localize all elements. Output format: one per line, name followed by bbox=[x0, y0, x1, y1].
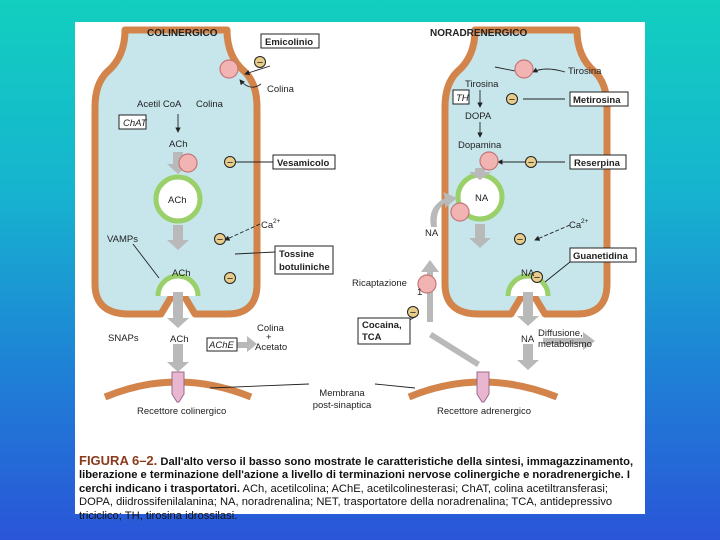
acetate-label: Acetato bbox=[255, 342, 287, 353]
adrenergic-receptor bbox=[476, 371, 490, 403]
cholinergic-receptor bbox=[171, 371, 185, 403]
reuptake-number: 1 bbox=[417, 287, 422, 298]
reuptake-label: Ricaptazione bbox=[352, 278, 407, 289]
caption-lead: Dall'alto verso il basso sono mostrate l… bbox=[79, 456, 634, 495]
guanethidine-label: Guanetidina bbox=[573, 251, 629, 262]
choline-uptake-label: Colina bbox=[267, 84, 295, 95]
botulinum-label-1: Tossine bbox=[279, 249, 314, 260]
noradrenergic-title: NORADRENERGICO bbox=[430, 28, 527, 39]
figure-label: FIGURA 6–2. bbox=[79, 453, 158, 468]
cholinergic-receptor-label: Recettore colinergico bbox=[137, 406, 226, 417]
dopamine-label: Dopamina bbox=[458, 140, 502, 151]
metyrosine-label: Metirosina bbox=[573, 95, 621, 106]
caption-abbreviations: ACh, acetilcolina; AChE, acetilcolineste… bbox=[79, 482, 613, 522]
tyrosine-out-label: Tirosina bbox=[568, 66, 602, 77]
ach-cytosol-label: ACh bbox=[169, 139, 187, 150]
reserpine-label: Reserpina bbox=[574, 158, 621, 169]
ache-label: AChE bbox=[208, 340, 234, 351]
inhibition-signs bbox=[214, 56, 543, 318]
inhibit-sign-2 bbox=[224, 156, 236, 168]
ach-cleft-label: ACh bbox=[170, 334, 188, 345]
inhibit-symbol: − bbox=[257, 57, 263, 69]
vesamicol-label: Vesamicolo bbox=[277, 158, 329, 169]
inhibit-symbol: − bbox=[517, 234, 523, 246]
inhibit-sign-8 bbox=[531, 271, 543, 283]
hemicholinium-label: Emicolinio bbox=[265, 37, 313, 48]
adrenergic-receptor-label: Recettore adrenergico bbox=[437, 406, 531, 417]
na-reuptake-label: NA bbox=[425, 228, 439, 239]
vmat-transporter bbox=[479, 151, 499, 171]
postsynaptic-label-2: post-sinaptica bbox=[313, 400, 372, 411]
synapse-diagram: − − − − − − − − − COLINERGICO Emicolinio… bbox=[91, 26, 637, 417]
choline-transporter bbox=[219, 59, 239, 79]
plus-label: + bbox=[266, 332, 272, 343]
docked-vesicle bbox=[155, 273, 201, 297]
vamps-label: VAMPs bbox=[107, 234, 138, 245]
inhibit-symbol: − bbox=[509, 94, 515, 106]
net-transporter bbox=[417, 274, 437, 294]
na-cleft-label: NA bbox=[521, 334, 535, 345]
calcium-label-right: Ca bbox=[569, 220, 582, 231]
inhibit-sign-6 bbox=[525, 156, 537, 168]
calcium-label: Ca bbox=[261, 220, 274, 231]
cholinergic-title: COLINERGICO bbox=[147, 28, 218, 39]
tyrosine-in-label: Tirosina bbox=[465, 79, 499, 90]
botulinum-label-2: botuliniche bbox=[279, 262, 330, 273]
ach-vesicle bbox=[153, 174, 203, 224]
tyrosine-transporter bbox=[514, 59, 534, 79]
inhibit-symbol: − bbox=[227, 157, 233, 169]
figure-caption: FIGURA 6–2. Dall'alto verso il basso son… bbox=[79, 454, 643, 523]
inhibit-sign-3 bbox=[214, 233, 226, 245]
inhibit-symbol: − bbox=[410, 307, 416, 319]
snaps-label: SNAPs bbox=[108, 333, 139, 344]
postsynaptic-label-1: Membrana bbox=[319, 388, 365, 399]
diffusion-label-1: Diffusione, bbox=[538, 328, 583, 339]
chat-label: ChAT bbox=[123, 118, 148, 129]
acetyl-coa-label: Acetil CoA bbox=[137, 99, 182, 110]
choline-product-label: Colina bbox=[257, 323, 285, 334]
inhibit-sign-4 bbox=[224, 272, 236, 284]
dopa-label: DOPA bbox=[465, 111, 492, 122]
calcium-charge-right: 2+ bbox=[581, 218, 589, 225]
vesicular-transporter bbox=[178, 153, 198, 173]
ach-release-label: ACh bbox=[172, 268, 190, 279]
vesicle-reuptake bbox=[450, 202, 470, 222]
inhibit-symbol: − bbox=[528, 157, 534, 169]
inhibit-sign-5 bbox=[506, 93, 518, 105]
transporters bbox=[178, 59, 534, 294]
calcium-charge: 2+ bbox=[273, 218, 281, 225]
na-vesicle-label: NA bbox=[475, 193, 489, 204]
inhibit-sign-9 bbox=[407, 306, 419, 318]
inhibit-symbol: − bbox=[217, 234, 223, 246]
na-release-label: NA bbox=[521, 268, 535, 279]
inhibit-sign-7 bbox=[514, 233, 526, 245]
diffusion-label-2: metabolismo bbox=[538, 339, 592, 350]
choline-label: Colina bbox=[196, 99, 224, 110]
slide: − − − − − − − − − COLINERGICO Emicolinio… bbox=[75, 22, 645, 522]
cocaine-label-1: Cocaina, bbox=[362, 320, 402, 331]
th-label: TH bbox=[456, 93, 469, 104]
ach-vesicle-label: ACh bbox=[168, 195, 186, 206]
inhibit-symbol: − bbox=[534, 272, 540, 284]
cocaine-label-2: TCA bbox=[362, 332, 382, 343]
inhibit-symbol: − bbox=[227, 273, 233, 285]
inhibit-sign-1 bbox=[254, 56, 266, 68]
